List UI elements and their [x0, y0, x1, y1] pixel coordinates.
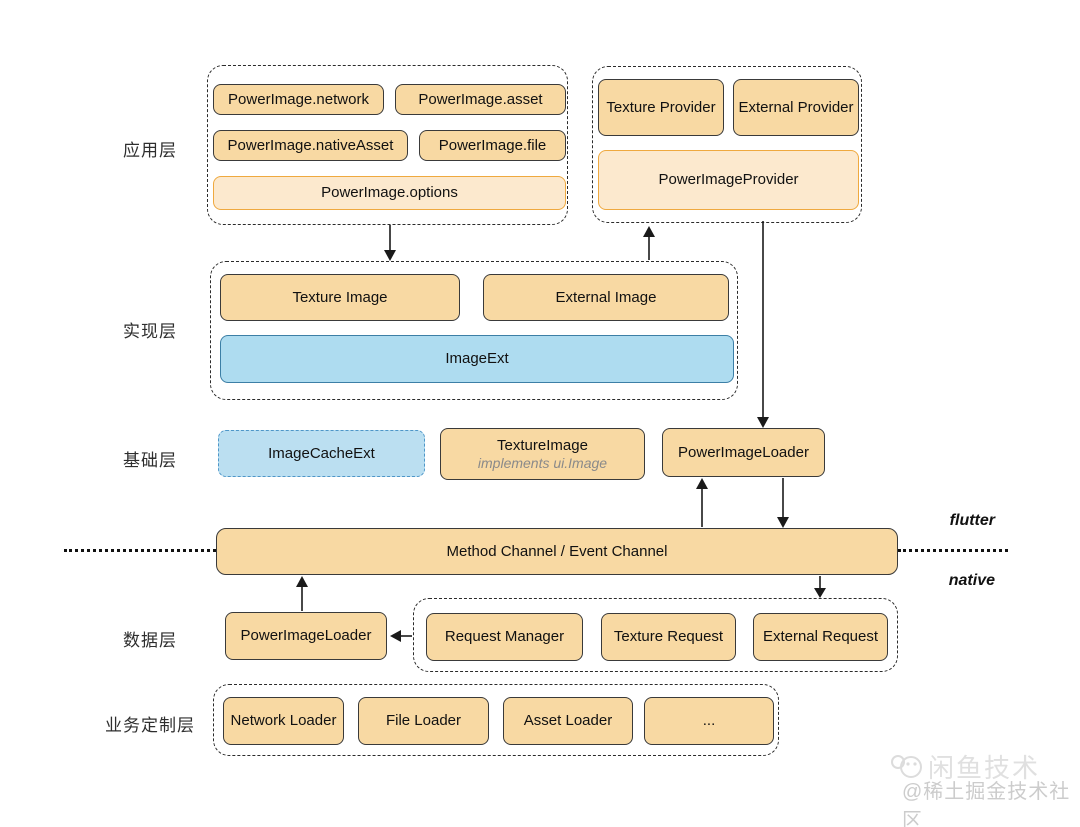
app-group-container: PowerImage.network PowerImage.asset Powe… [207, 65, 568, 225]
arrow-channel-to-loader-up [696, 478, 708, 527]
textureimage-title: TextureImage [497, 437, 588, 455]
watermark: 闲鱼技术 @稀土掘金技术社区 [888, 748, 1078, 827]
layer-label-app: 应用层 [123, 141, 177, 160]
label-native: native [948, 572, 995, 589]
provider-group-container: Texture Provider External Provider Power… [592, 66, 862, 223]
arrow-channel-to-requestgroup [814, 576, 826, 598]
arrow-nativeloader-to-channel [296, 576, 308, 611]
fish-logo-icon [891, 754, 922, 778]
request-group-container: Request Manager Texture Request External… [413, 598, 898, 672]
node-request-manager: Request Manager [426, 613, 583, 661]
node-powerimageloader-native: PowerImageLoader [225, 612, 387, 660]
node-texture-request: Texture Request [601, 613, 736, 661]
node-imagecacheext: ImageCacheExt [218, 430, 425, 477]
node-more-loaders: ... [644, 697, 774, 745]
node-textureimage-implements: TextureImage implements ui.Image [440, 428, 645, 480]
watermark-brand-line: 闲鱼技术 [888, 748, 1078, 785]
node-powerimage-asset: PowerImage.asset [395, 84, 566, 115]
node-powerimage-network: PowerImage.network [213, 84, 384, 115]
node-external-image: External Image [483, 274, 729, 321]
node-imageext: ImageExt [220, 335, 734, 383]
watermark-community-text: @稀土掘金技术社区 [902, 781, 1071, 827]
divider-dotted-right [898, 549, 1008, 552]
node-asset-loader: Asset Loader [503, 697, 633, 745]
layer-label-impl: 实现层 [123, 322, 177, 341]
node-external-provider: External Provider [733, 79, 859, 136]
arrow-loader-to-channel-down [777, 478, 789, 528]
biz-group-container: Network Loader File Loader Asset Loader … [213, 684, 779, 756]
node-network-loader: Network Loader [223, 697, 344, 745]
node-powerimage-nativeasset: PowerImage.nativeAsset [213, 130, 408, 161]
node-powerimageloader-flutter: PowerImageLoader [662, 428, 825, 477]
watermark-brand-text: 闲鱼技术 [928, 753, 1041, 783]
node-file-loader: File Loader [358, 697, 489, 745]
arrow-impl-to-provider [643, 226, 655, 260]
node-method-event-channel: Method Channel / Event Channel [216, 528, 898, 575]
impl-group-container: Texture Image External Image ImageExt [210, 261, 738, 400]
label-flutter: flutter [949, 512, 995, 529]
node-external-request: External Request [753, 613, 888, 661]
node-texture-provider: Texture Provider [598, 79, 724, 136]
node-texture-image: Texture Image [220, 274, 460, 321]
node-powerimage-options: PowerImage.options [213, 176, 566, 210]
arrow-provider-to-loader [757, 221, 769, 428]
textureimage-subtitle: implements ui.Image [477, 454, 608, 471]
node-powerimageprovider: PowerImageProvider [598, 150, 859, 210]
divider-dotted-left [64, 549, 216, 552]
node-powerimage-file: PowerImage.file [419, 130, 566, 161]
layer-label-base: 基础层 [123, 451, 177, 470]
arrow-appgroup-to-impl [384, 225, 396, 261]
layer-label-biz: 业务定制层 [105, 716, 195, 735]
arrow-requestgroup-to-loader [390, 630, 412, 642]
layer-label-data: 数据层 [123, 631, 177, 650]
